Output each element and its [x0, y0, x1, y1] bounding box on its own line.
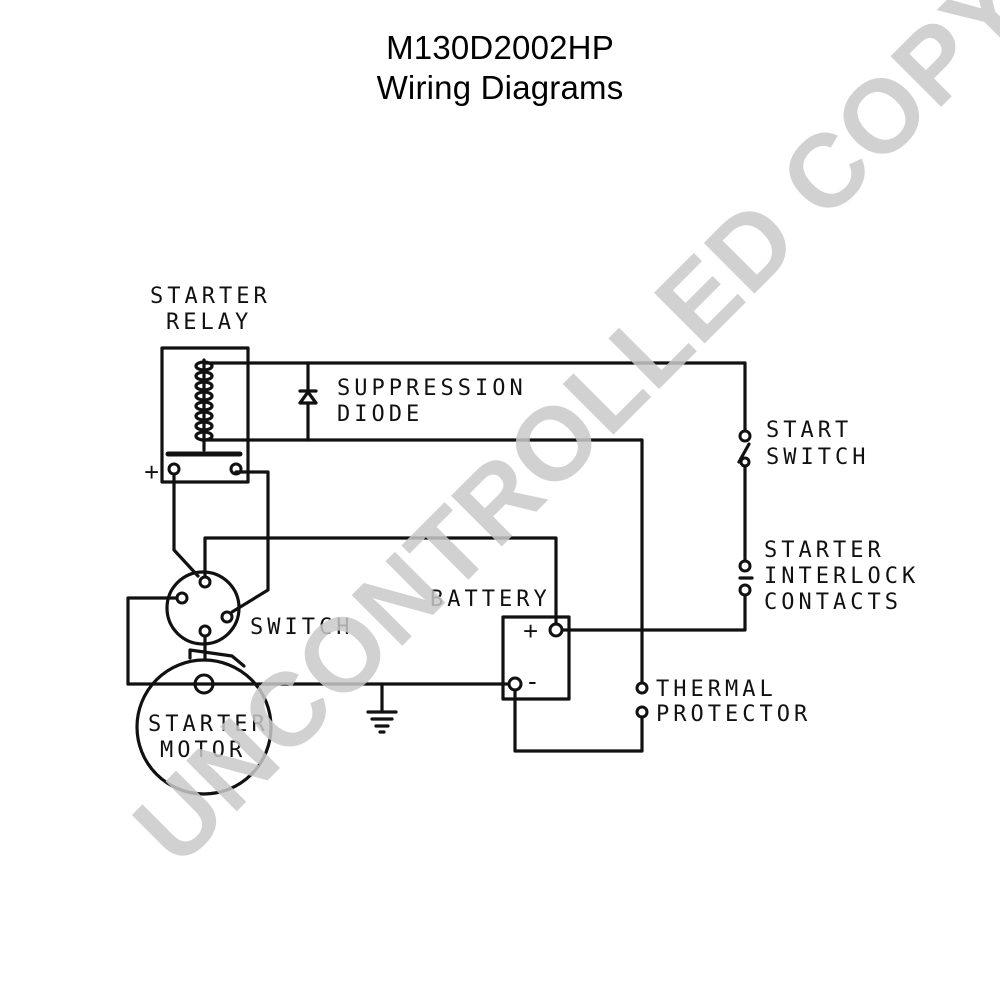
switch-terminal-top [198, 575, 212, 589]
relay-plus-sign: + [144, 457, 159, 487]
diagram-model-title: M130D2002HP [386, 29, 614, 66]
wire-relay-to-thermal [246, 438, 644, 686]
start-switch [737, 429, 752, 564]
battery-plus-sign: + [523, 616, 538, 646]
starter-relay-label-1: STARTER [150, 284, 271, 309]
motor-solenoid-link [188, 648, 246, 668]
battery-terminal-minus [507, 676, 523, 692]
starter-motor-label-2: MOTOR [160, 738, 246, 763]
wire-battery-to-switch [203, 536, 558, 626]
start-switch-label-2: SWITCH [766, 445, 869, 470]
starter-relay-box [160, 346, 250, 484]
solenoid-switch [165, 570, 241, 646]
wire-switch-left-loop [126, 596, 179, 686]
wire-relay-right-to-switch [230, 470, 270, 614]
starter-relay: + [144, 346, 250, 487]
uncontrolled-copy-watermark: UNCONTROLLED COPY [112, 0, 1000, 886]
wire-relay-to-start-switch [246, 361, 747, 434]
start-switch-label-1: START [766, 418, 852, 443]
battery-terminal-plus [548, 622, 564, 638]
starter-interlock-contacts [558, 559, 754, 632]
wire-relay-plus-to-switch [172, 472, 200, 578]
suppression-diode-label-1: SUPPRESSION [337, 376, 527, 401]
suppression-diode-label-2: DIODE [337, 402, 423, 427]
thermal-protector [513, 681, 649, 753]
interlock-label-3: CONTACTS [764, 590, 902, 615]
starter-motor [135, 634, 273, 796]
thermal-label-1: THERMAL [656, 677, 777, 702]
starter-relay-label-2: RELAY [166, 310, 252, 335]
suppression-diode [298, 361, 318, 442]
battery-minus-sign: - [528, 666, 537, 696]
battery-label: BATTERY [430, 587, 551, 612]
starter-motor-label-1: STARTER [148, 712, 269, 737]
interlock-label-2: INTERLOCK [764, 564, 919, 589]
thermal-label-2: PROTECTOR [656, 702, 811, 727]
ground-symbol [366, 682, 398, 734]
relay-coil [194, 358, 214, 452]
interlock-label-1: STARTER [764, 538, 885, 563]
switch-terminal-right [220, 610, 234, 624]
diagram-subtitle: Wiring Diagrams [376, 69, 624, 106]
battery-box [501, 615, 571, 701]
battery: + - [501, 615, 571, 701]
switch-label: SWITCH [250, 615, 353, 640]
